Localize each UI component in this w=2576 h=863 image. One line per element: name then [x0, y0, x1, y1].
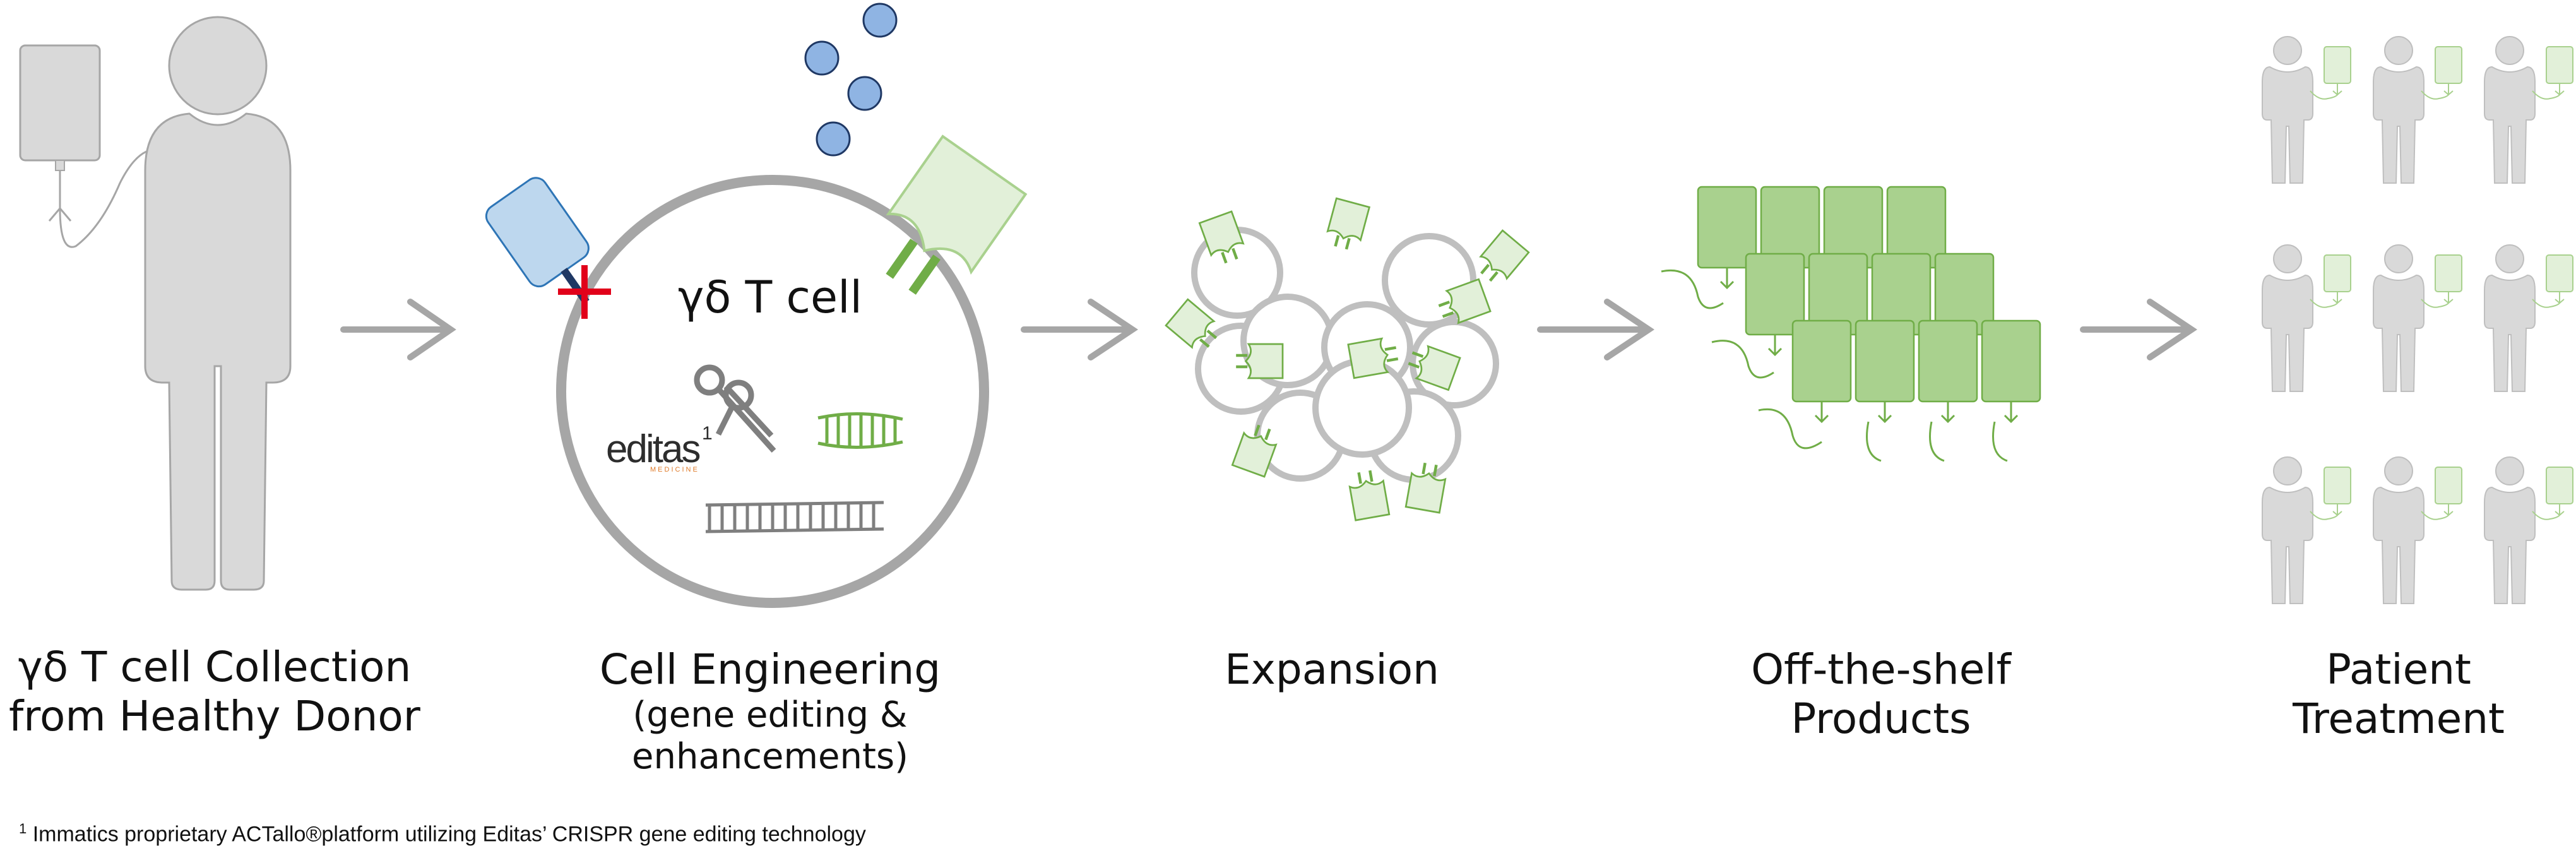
- ligand-ball-icon: [804, 3, 898, 157]
- car-receptor-icon: [886, 134, 1028, 295]
- stage-title: Patient: [2326, 645, 2471, 694]
- arrow-right-icon: [340, 299, 456, 360]
- stage-title: Off-the-shelf: [1751, 645, 2011, 694]
- iv-bag-icon: [19, 44, 147, 248]
- patient-silhouette-icon: [2262, 36, 2573, 604]
- stage-subtitle: from Healthy Donor: [9, 691, 420, 741]
- cell-cluster-icon: [1191, 227, 1499, 483]
- stage-label-engineering: Cell Engineering (gene editing & enhance…: [492, 645, 1048, 778]
- cell-membrane-icon: [556, 175, 989, 608]
- dna-ladder-icon: [817, 412, 903, 449]
- dna-ladder-icon: [705, 501, 884, 533]
- editas-logo-tagline: MEDICINE: [650, 466, 699, 473]
- product-bag-icon: [1697, 186, 2041, 423]
- scissors-icon: [694, 364, 776, 453]
- stage-label-collection: γδ T cell Collection from Healthy Donor: [0, 643, 429, 741]
- footnote-text: Immatics proprietary ACTallo®platform ut…: [27, 822, 866, 847]
- stage-title: γδ T cell Collection: [18, 643, 412, 691]
- arrow-right-icon: [2080, 299, 2198, 360]
- stage-label-expansion: Expansion: [1174, 645, 1490, 694]
- arrow-right-icon: [1537, 299, 1655, 360]
- product-tubing: [1661, 269, 2008, 462]
- stage-title: Expansion: [1225, 645, 1439, 694]
- footnote: 1 Immatics proprietary ACTallo®platform …: [19, 821, 866, 847]
- footnote-marker: 1: [19, 821, 27, 836]
- editas-logo-word: editas: [606, 427, 701, 471]
- stage-subtitle: Products: [1791, 694, 1971, 743]
- stage-label-products: Off-the-shelf Products: [1679, 645, 2083, 744]
- arrow-right-icon: [1021, 299, 1139, 360]
- editas-logo-superscript: 1: [702, 423, 713, 444]
- stage-subtitle: (gene editing & enhancements): [632, 694, 908, 777]
- stage-subtitle: Treatment: [2293, 694, 2505, 743]
- stage-title: Cell Engineering: [599, 645, 941, 694]
- editas-logo: editas 1 MEDICINE: [606, 423, 732, 477]
- stage-label-treatment: Patient Treatment: [2222, 645, 2575, 744]
- donor-silhouette-icon: [144, 16, 292, 591]
- cell-label: γδ T cell: [678, 271, 862, 323]
- receptor-knockout-icon: [485, 177, 611, 319]
